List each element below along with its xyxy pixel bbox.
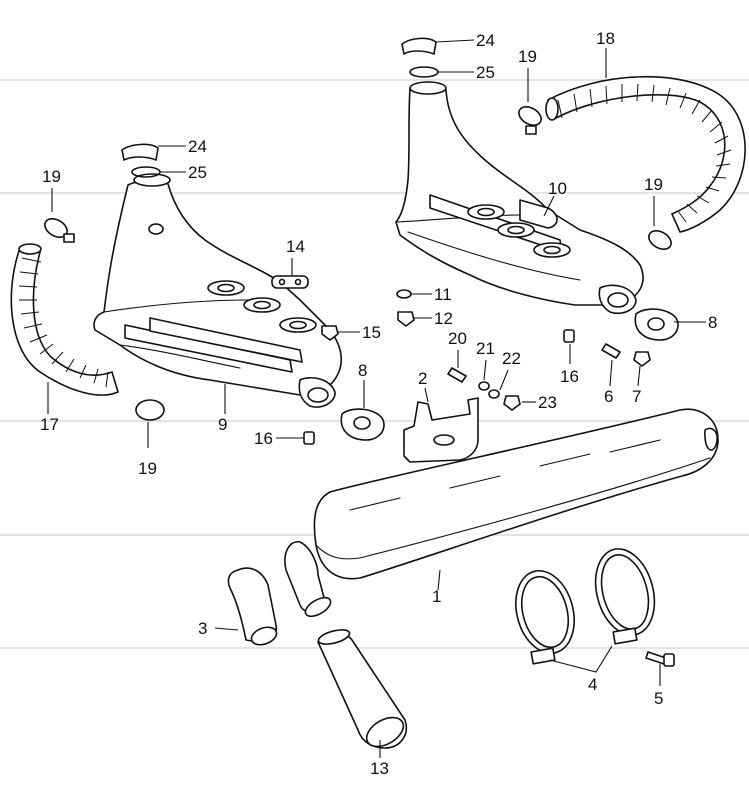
- label-17: 17: [40, 415, 59, 434]
- label-6: 6: [604, 387, 613, 406]
- heat-exchanger-left-9: [93, 173, 342, 408]
- pipe-elbow-3: [227, 567, 278, 646]
- label-4: 4: [588, 675, 597, 694]
- callout-labels: 1 2 3 4 5 6 7 8 8 9 10 11 12 13 14 15 16…: [40, 29, 717, 778]
- label-12: 12: [434, 309, 453, 328]
- label-2: 2: [418, 369, 427, 388]
- label-10: 10: [548, 179, 567, 198]
- bracket-2: [403, 397, 479, 463]
- tailpipe-13: [317, 629, 407, 749]
- label-15: 15: [362, 323, 381, 342]
- label-22: 22: [502, 349, 521, 368]
- leader-lines: [47, 39, 706, 758]
- label-19-top-left: 19: [42, 167, 61, 186]
- heat-exchanger-right-10: [395, 81, 644, 315]
- label-7: 7: [632, 387, 641, 406]
- label-8-right: 8: [708, 313, 717, 332]
- label-24-right: 24: [476, 31, 495, 50]
- label-19-right: 19: [644, 175, 663, 194]
- hose-left-17: [10, 243, 119, 396]
- label-19-top-right: 19: [518, 47, 537, 66]
- label-18: 18: [596, 29, 615, 48]
- label-21: 21: [476, 339, 495, 358]
- label-9: 9: [218, 415, 227, 434]
- label-16-right: 16: [560, 367, 579, 386]
- label-1: 1: [432, 587, 441, 606]
- bolt-5: [645, 651, 675, 667]
- hardware: [44, 37, 679, 445]
- label-24-left: 24: [188, 137, 207, 156]
- label-3: 3: [198, 619, 207, 638]
- label-20: 20: [448, 329, 467, 348]
- label-19-bottom-left: 19: [138, 459, 157, 478]
- label-13: 13: [370, 759, 389, 778]
- muffler-1: [284, 408, 719, 618]
- label-8-left: 8: [358, 361, 367, 380]
- hose-right-18: [545, 76, 746, 233]
- label-23: 23: [538, 393, 557, 412]
- label-25-left: 25: [188, 163, 207, 182]
- label-14: 14: [286, 237, 305, 256]
- label-16-left: 16: [254, 429, 273, 448]
- clamps-4: [515, 548, 656, 665]
- label-11: 11: [434, 285, 452, 304]
- label-5: 5: [654, 689, 663, 708]
- label-25-right: 25: [476, 63, 495, 82]
